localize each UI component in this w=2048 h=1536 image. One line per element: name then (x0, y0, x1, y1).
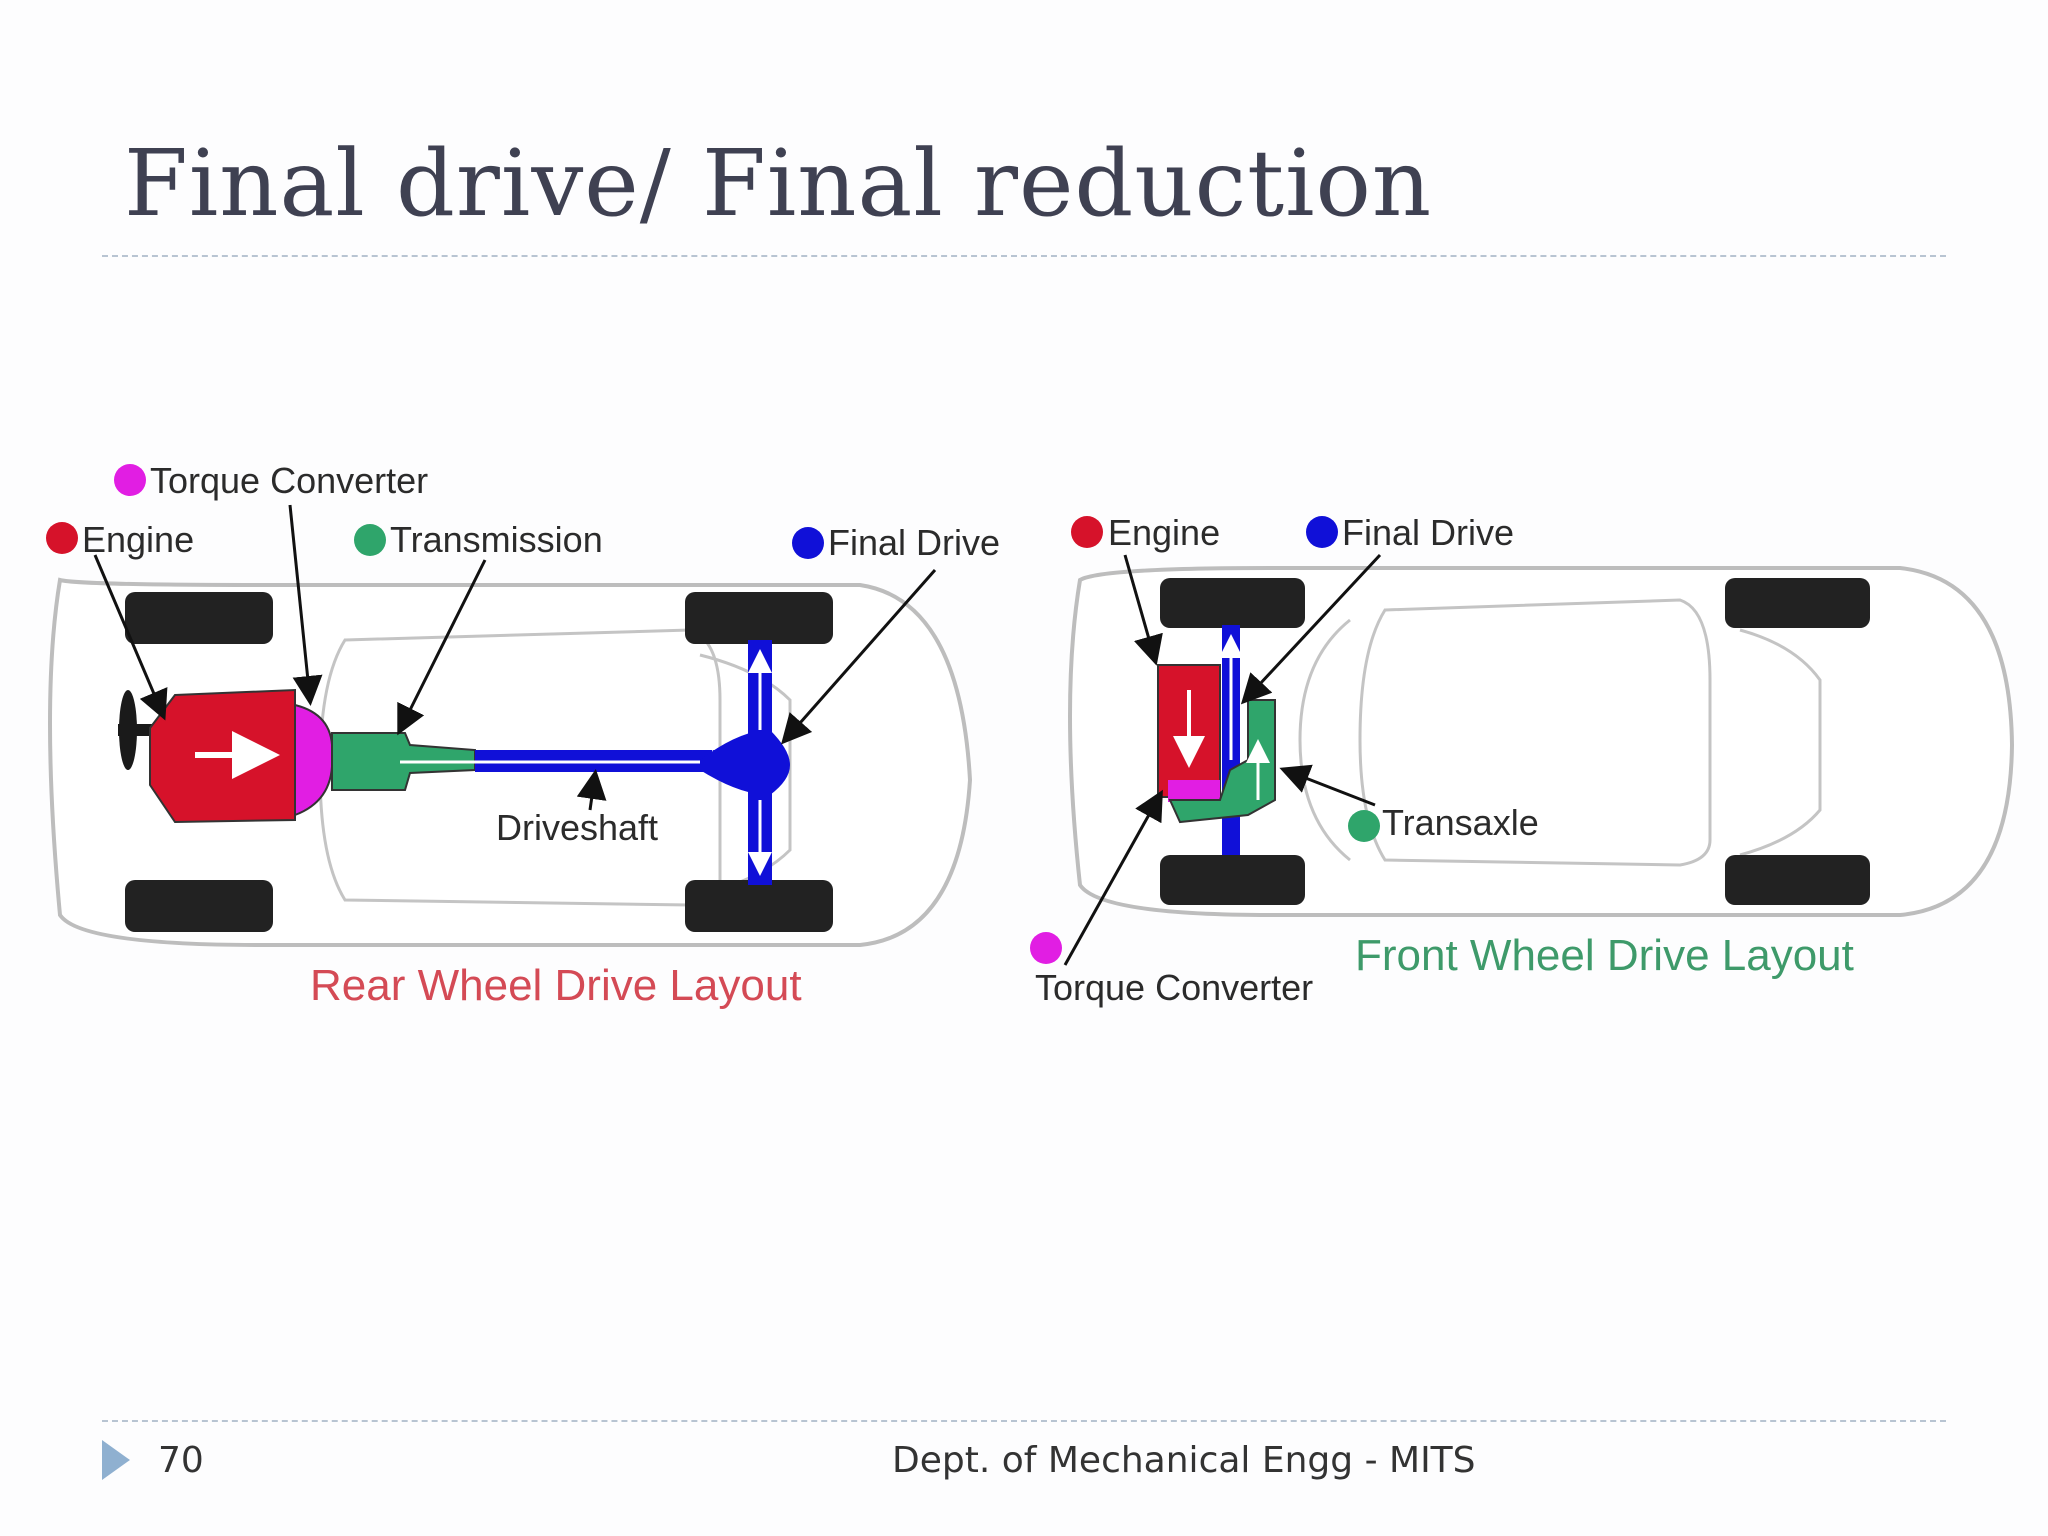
front-wheel-rear-left (1725, 578, 1870, 628)
front-torque-converter-leader (1063, 789, 1163, 966)
front-car-windshield-outline (1298, 618, 1351, 862)
front-car-body-outline (1068, 566, 2015, 917)
page-number: 70 (158, 1440, 204, 1481)
rear-transmission-dot (354, 524, 386, 556)
front-transaxle-leader (1279, 764, 1376, 807)
front-car-rear-window-outline (1739, 628, 1822, 857)
rear-wheel-rear-right (685, 880, 833, 932)
rear-wheel-front-left (125, 592, 273, 644)
rear-final-drive-dot (792, 527, 824, 559)
rear-wheel-drive-layout: Torque Converter Engine Transmission Fin… (46, 460, 1000, 1010)
front-final-drive-dot (1306, 516, 1338, 548)
rear-transmission-leader (397, 559, 487, 736)
rear-wheel-front-right (125, 880, 273, 932)
front-engine-dot (1071, 516, 1103, 548)
rear-final-drive-leader (781, 569, 937, 745)
footer-divider (102, 1420, 1946, 1422)
front-torque-converter (1168, 780, 1220, 802)
rear-torque-converter-leader (288, 504, 323, 706)
rear-driveshaft-label: Driveshaft (496, 807, 658, 848)
rear-transmission-label: Transmission (390, 519, 603, 560)
front-final-drive-leader (1240, 553, 1382, 705)
rear-torque-converter-label: Torque Converter (150, 460, 428, 501)
front-engine-label: Engine (1108, 512, 1220, 553)
front-wheel-front-right (1160, 855, 1305, 905)
front-wheel-front-left (1160, 578, 1305, 628)
rear-layout-caption: Rear Wheel Drive Layout (310, 961, 802, 1010)
title-divider (102, 255, 1946, 257)
drive-layout-diagram: Torque Converter Engine Transmission Fin… (46, 460, 2015, 1010)
front-transaxle-dot (1348, 810, 1380, 842)
rear-engine-dot (46, 522, 78, 554)
front-transaxle-label: Transaxle (1382, 802, 1539, 843)
rear-fan-icon (118, 690, 158, 770)
rear-engine-leader (93, 554, 168, 721)
front-transaxle (1168, 699, 1276, 824)
front-final-drive-label: Final Drive (1342, 512, 1514, 553)
rear-wheel-rear-left (685, 592, 833, 644)
rear-driveshaft-leader (576, 769, 607, 811)
footer-text: Dept. of Mechanical Engg - MITS (892, 1440, 1476, 1481)
front-car-cabin-outline (1358, 598, 1712, 867)
rear-final-drive-label: Final Drive (828, 522, 1000, 563)
front-wheel-drive-layout: Engine Final Drive Transaxle Torque Conv… (1030, 512, 2015, 1008)
front-torque-converter-dot (1030, 932, 1062, 964)
rear-engine-label: Engine (82, 519, 194, 560)
rear-car-cabin-outline (318, 628, 722, 907)
front-wheel-rear-right (1725, 855, 1870, 905)
front-layout-caption: Front Wheel Drive Layout (1355, 931, 1854, 980)
front-engine-leader (1123, 554, 1163, 666)
rear-torque-converter-dot (114, 464, 146, 496)
slide-title: Final drive/ Final reduction (124, 130, 1433, 237)
front-torque-converter-label: Torque Converter (1035, 967, 1313, 1008)
footer-triangle-icon (102, 1440, 130, 1480)
